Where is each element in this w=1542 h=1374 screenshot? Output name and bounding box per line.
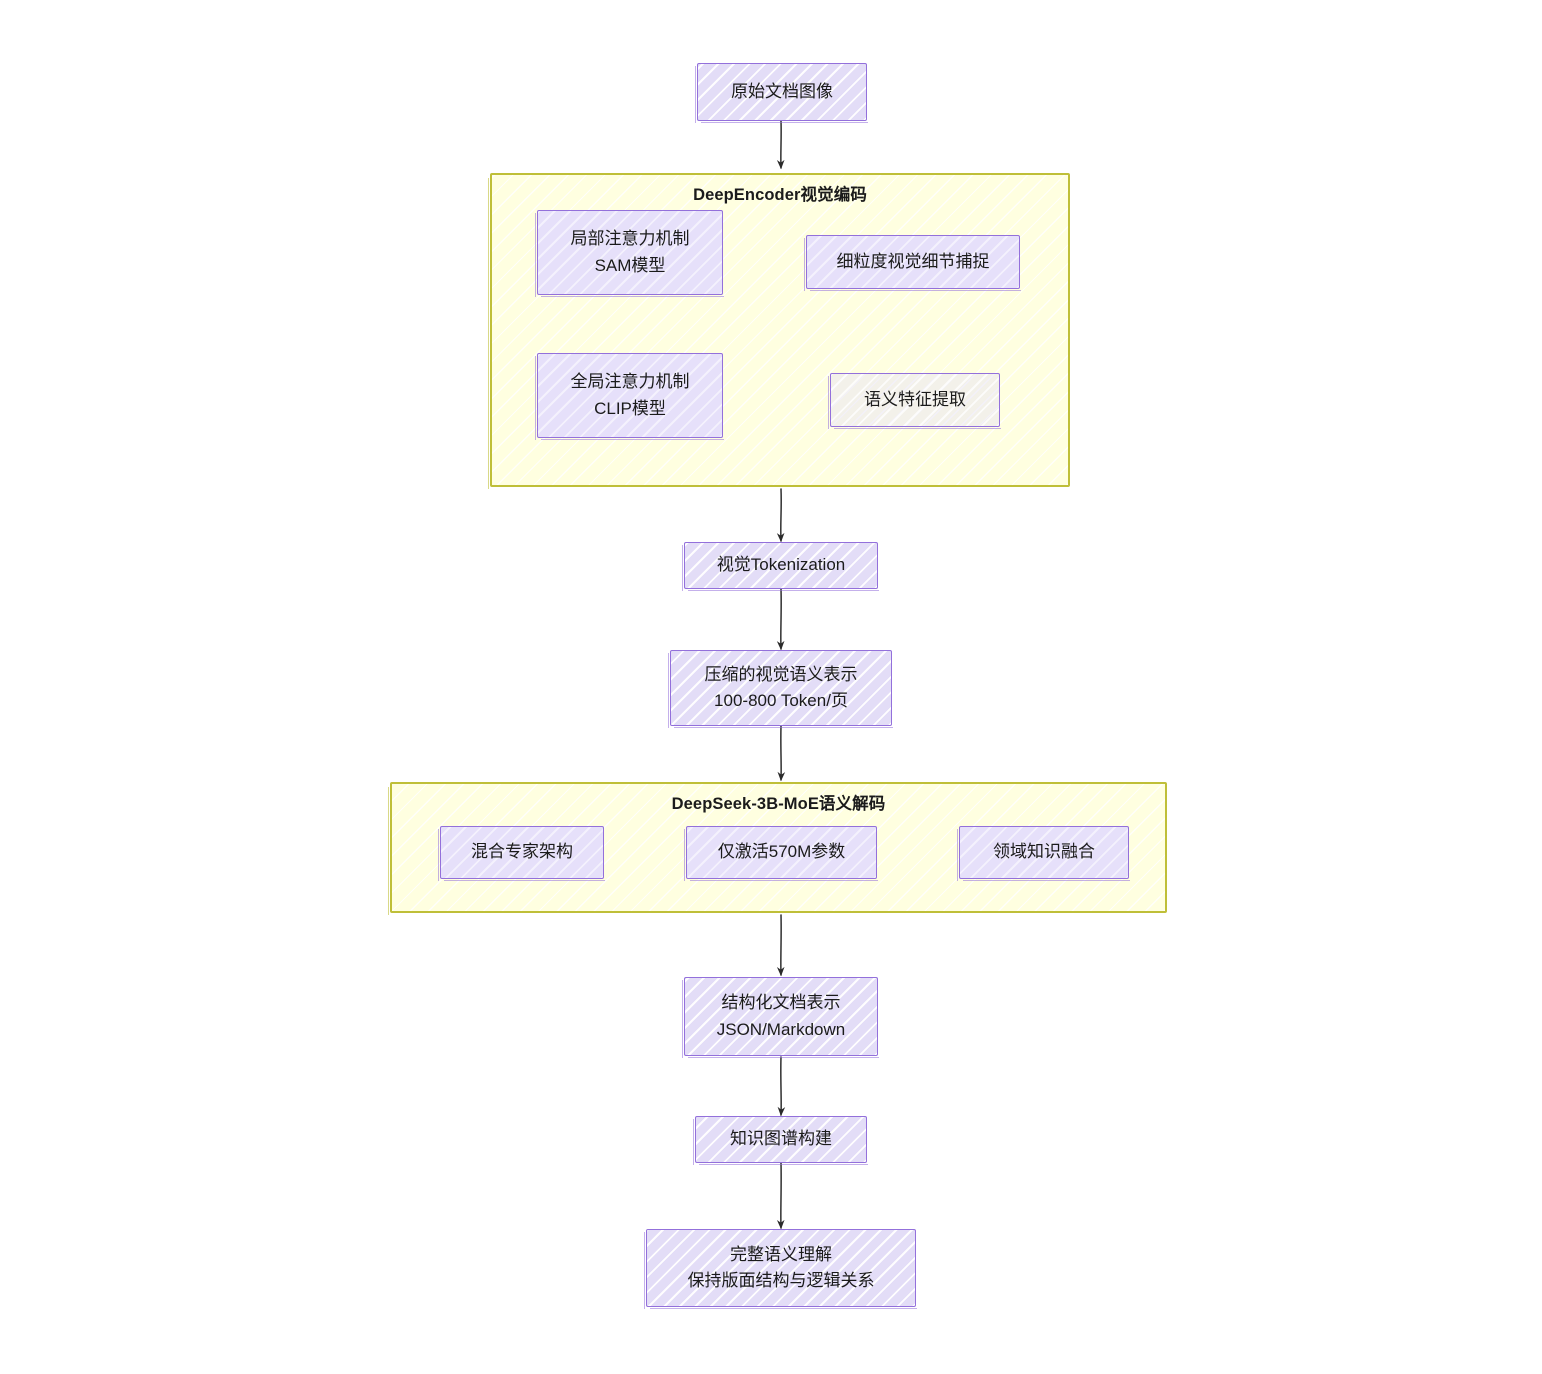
node-structured-document[interactable]: 结构化文档表示 JSON/Markdown (682, 977, 879, 1058)
subgraph-deepencoder-title: DeepEncoder视觉编码 (693, 186, 867, 204)
node-compressed-representation-label-2: 100-800 Token/页 (714, 691, 848, 710)
node-structured-document-label-2: JSON/Markdown (716, 1019, 846, 1039)
node-source-image[interactable]: 原始文档图像 (695, 63, 868, 123)
node-full-semantic-understanding-label-1: 完整语义理解 (730, 1244, 832, 1264)
node-source-image-label: 原始文档图像 (731, 81, 833, 101)
node-moe-architecture-label: 混合专家架构 (471, 842, 573, 862)
node-local-attention-label-2: SAM模型 (594, 255, 666, 275)
node-local-attention-label-1: 局部注意力机制 (570, 229, 690, 249)
node-visual-tokenization[interactable]: 视觉Tokenization (682, 542, 879, 591)
node-compressed-representation[interactable]: 压缩的视觉语义表示 100-800 Token/页 (668, 650, 893, 728)
node-semantic-feature-extraction[interactable]: 语义特征提取 (828, 373, 1001, 429)
node-structured-document-label-1: 结构化文档表示 (721, 993, 841, 1013)
node-knowledge-graph-construction[interactable]: 知识图谱构建 (693, 1116, 868, 1165)
node-full-semantic-understanding[interactable]: 完整语义理解 保持版面结构与逻辑关系 (644, 1229, 917, 1309)
node-semantic-feature-extraction-label: 语义特征提取 (864, 389, 966, 409)
node-compressed-representation-label-1: 压缩的视觉语义表示 (704, 664, 858, 684)
subgraph-deepseek-moe-title: DeepSeek-3B-MoE语义解码 (671, 795, 886, 813)
node-fine-grained-detail-label: 细粒度视觉细节捕捉 (836, 251, 990, 271)
node-full-semantic-understanding-label-2: 保持版面结构与逻辑关系 (687, 1271, 875, 1290)
node-knowledge-graph-construction-label: 知识图谱构建 (730, 1129, 832, 1149)
node-active-parameters-label: 仅激活570M参数 (717, 842, 846, 862)
node-domain-knowledge-fusion-label: 领域知识融合 (993, 842, 1095, 862)
node-active-parameters[interactable]: 仅激活570M参数 (684, 826, 878, 881)
node-moe-architecture[interactable]: 混合专家架构 (438, 826, 605, 881)
node-domain-knowledge-fusion[interactable]: 领域知识融合 (957, 826, 1130, 881)
node-local-attention[interactable]: 局部注意力机制 SAM模型 (535, 210, 724, 297)
node-global-attention-label-2: CLIP模型 (594, 398, 666, 418)
node-global-attention[interactable]: 全局注意力机制 CLIP模型 (535, 353, 724, 440)
node-visual-tokenization-label: 视觉Tokenization (716, 555, 846, 575)
node-global-attention-label-1: 全局注意力机制 (570, 372, 690, 392)
node-fine-grained-detail[interactable]: 细粒度视觉细节捕捉 (804, 235, 1021, 291)
